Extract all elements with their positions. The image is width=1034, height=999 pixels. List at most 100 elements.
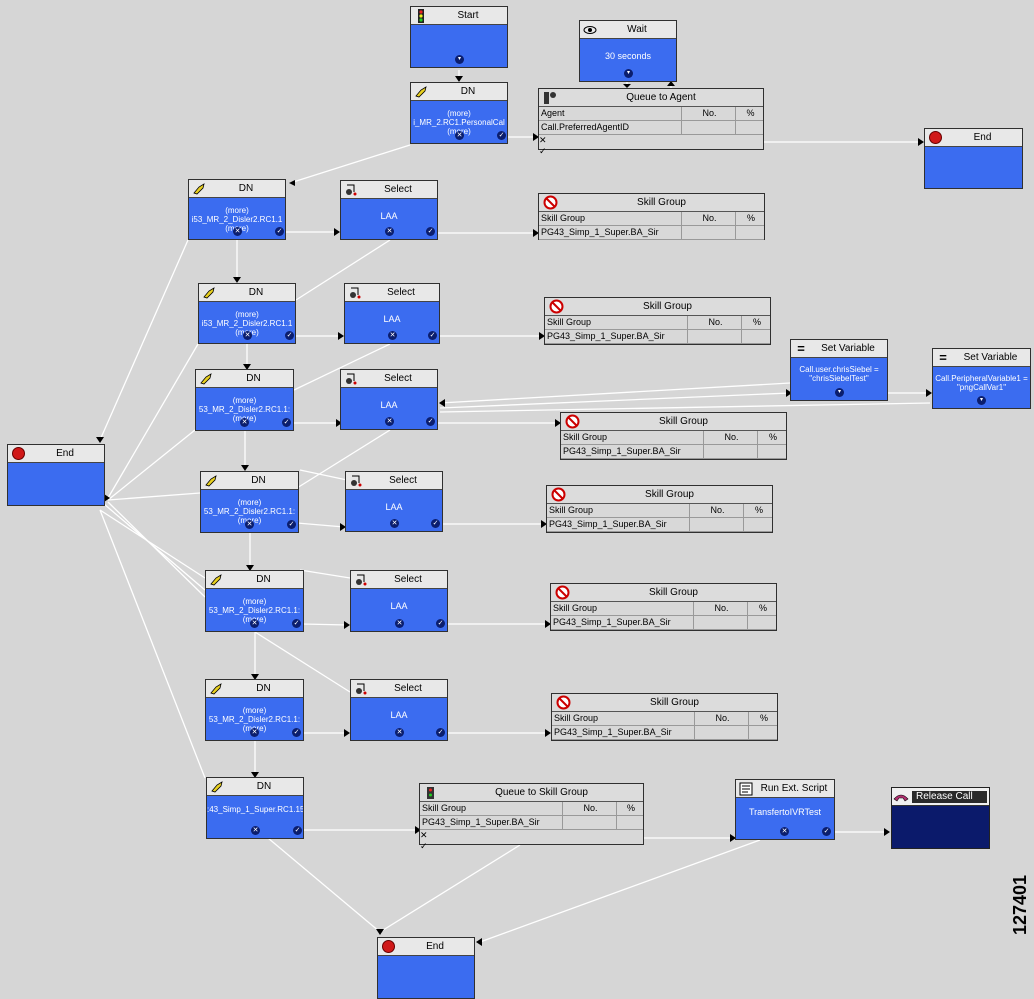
column-header: %: [768, 432, 777, 442]
queue-icon: [541, 90, 559, 105]
success-icon[interactable]: ✓: [431, 519, 440, 528]
failure-icon[interactable]: ✕: [395, 728, 404, 737]
table-cell: [695, 726, 749, 739]
table-row[interactable]: PG43_Simp_1_Super.BA_Sir: [539, 226, 764, 240]
success-icon[interactable]: ✓: [282, 418, 291, 427]
node-title: Skill Group: [645, 489, 694, 500]
failure-icon[interactable]: ✕: [250, 619, 259, 628]
failure-icon[interactable]: ✕: [455, 131, 464, 140]
dn-node-7[interactable]: DN (more)53_MR_2_Disler2.RC1.1:(more) ✕✓: [205, 679, 304, 741]
chevron-down-icon[interactable]: ▾: [977, 396, 986, 405]
failure-icon[interactable]: ✕: [251, 826, 260, 835]
more-label: (more): [225, 206, 249, 215]
success-icon[interactable]: ✓: [822, 827, 831, 836]
dn-node-3[interactable]: DN (more)i53_MR_2_Disler2.RC1.1(more) ✕✓: [198, 283, 296, 344]
chevron-down-icon[interactable]: ▾: [455, 55, 464, 64]
success-icon[interactable]: ✓: [292, 619, 301, 628]
dn-node-1[interactable]: DN (more)i_MR_2.RC1.PersonalCal(more) ✕ …: [410, 82, 508, 144]
select-value: LAA: [380, 400, 398, 410]
select-node-5[interactable]: Select LAA ✕✓: [350, 570, 448, 632]
table-row[interactable]: PG43_Simp_1_Super.BA_Sir: [420, 816, 643, 830]
node-body: LAA: [351, 589, 447, 631]
select-node-3[interactable]: Select LAA ✕ ✓: [340, 369, 438, 430]
failure-icon[interactable]: ✕: [539, 135, 547, 145]
failure-icon[interactable]: ✕: [780, 827, 789, 836]
success-icon[interactable]: ✓: [436, 619, 445, 628]
dn-node-8[interactable]: DN :43_Simp_1_Super.RC1.15 ✕✓: [206, 777, 304, 839]
dn-node-5[interactable]: DN (more)53_MR_2_Disler2.RC1.1:(more) ✕✓: [200, 471, 299, 533]
failure-icon[interactable]: ✕: [388, 331, 397, 340]
dn-phone-icon: [413, 84, 429, 99]
end-node-left[interactable]: End: [7, 444, 105, 506]
success-icon[interactable]: ✓: [287, 520, 296, 529]
dn-node-6[interactable]: DN (more)53_MR_2_Disler2.RC1.1:(more) ✕✓: [205, 570, 304, 632]
failure-icon[interactable]: ✕: [245, 520, 254, 529]
node-header: End: [378, 938, 474, 956]
node-title: Skill Group: [649, 587, 698, 598]
failure-icon[interactable]: ✕: [233, 227, 242, 236]
failure-icon[interactable]: ✕: [390, 519, 399, 528]
set-variable-node-2[interactable]: =Set Variable Call.PeripheralVariable1 =…: [932, 348, 1031, 409]
select-node-4[interactable]: Select LAA ✕✓: [345, 471, 443, 532]
success-icon[interactable]: ✓: [275, 227, 284, 236]
success-icon[interactable]: ✓: [436, 728, 445, 737]
release-call-node[interactable]: Release Call: [891, 787, 990, 849]
node-header: End: [925, 129, 1022, 147]
select-node-6[interactable]: Select LAA ✕✓: [350, 679, 448, 741]
success-icon[interactable]: ✓: [426, 417, 435, 426]
failure-icon[interactable]: ✕: [243, 331, 252, 340]
end-node-top-right[interactable]: End: [924, 128, 1023, 189]
success-icon[interactable]: ✓: [426, 227, 435, 236]
dn-value: i53_MR_2_Disler2.RC1.1: [201, 319, 293, 328]
node-header: DN: [199, 284, 295, 302]
failure-icon[interactable]: ✕: [395, 619, 404, 628]
wait-node[interactable]: Wait 30 seconds ▾: [579, 20, 677, 82]
node-body: LAA: [341, 388, 437, 429]
table-row[interactable]: Call.PreferredAgentID: [539, 121, 763, 135]
success-icon[interactable]: ✓: [293, 826, 302, 835]
failure-icon[interactable]: ✕: [385, 227, 394, 236]
node-title: Select: [384, 184, 412, 195]
select-node-2[interactable]: Select LAA ✕✓: [344, 283, 440, 344]
failure-icon[interactable]: ✕: [385, 417, 394, 426]
table-row[interactable]: PG43_Simp_1_Super.BA_Sir: [547, 518, 772, 532]
node-header: Select: [341, 370, 437, 388]
set-variable-node-1[interactable]: =Set Variable Call.user.chrisSiebel ="ch…: [790, 339, 888, 401]
dn-node-2[interactable]: DN (more)i53_MR_2_Disler2.RC1.1(more) ✕✓: [188, 179, 286, 240]
table-row[interactable]: PG43_Simp_1_Super.BA_Sir: [552, 726, 777, 740]
table-row[interactable]: PG43_Simp_1_Super.BA_Sir: [551, 616, 776, 630]
node-header: DN: [207, 778, 303, 796]
equals-icon: =: [939, 350, 947, 365]
success-icon[interactable]: ✓: [497, 131, 506, 140]
table-row[interactable]: PG43_Simp_1_Super.BA_Sir: [545, 330, 770, 344]
failure-icon[interactable]: ✕: [250, 728, 259, 737]
chevron-down-icon[interactable]: ▾: [624, 69, 633, 78]
node-title: Set Variable: [821, 343, 875, 354]
dn-value: 53_MR_2_Disler2.RC1.1:: [198, 405, 291, 414]
success-icon[interactable]: ✓: [292, 728, 301, 737]
table-row[interactable]: PG43_Simp_1_Super.BA_Sir: [561, 445, 786, 459]
success-icon[interactable]: ✓: [420, 841, 428, 851]
select-icon: [353, 681, 369, 696]
node-header: Skill Group: [547, 486, 772, 504]
select-node-1[interactable]: Select LAA ✕✓: [340, 180, 438, 240]
success-icon[interactable]: ✓: [539, 146, 547, 156]
success-icon[interactable]: ✓: [285, 331, 294, 340]
failure-icon[interactable]: ✕: [240, 418, 249, 427]
start-node[interactable]: Start ▾: [410, 6, 508, 68]
run-ext-script-node[interactable]: Run Ext. Script TransfertoIVRTest ✕✓: [735, 779, 835, 840]
chevron-down-icon[interactable]: ▾: [835, 388, 844, 397]
dn-node-4[interactable]: DN (more)53_MR_2_Disler2.RC1.1:(more) ✕✓: [195, 369, 294, 431]
end-node-bottom[interactable]: End: [377, 937, 475, 999]
success-icon[interactable]: ✓: [428, 331, 437, 340]
failure-icon[interactable]: ✕: [420, 830, 428, 840]
node-header: Skill Group: [545, 298, 770, 316]
